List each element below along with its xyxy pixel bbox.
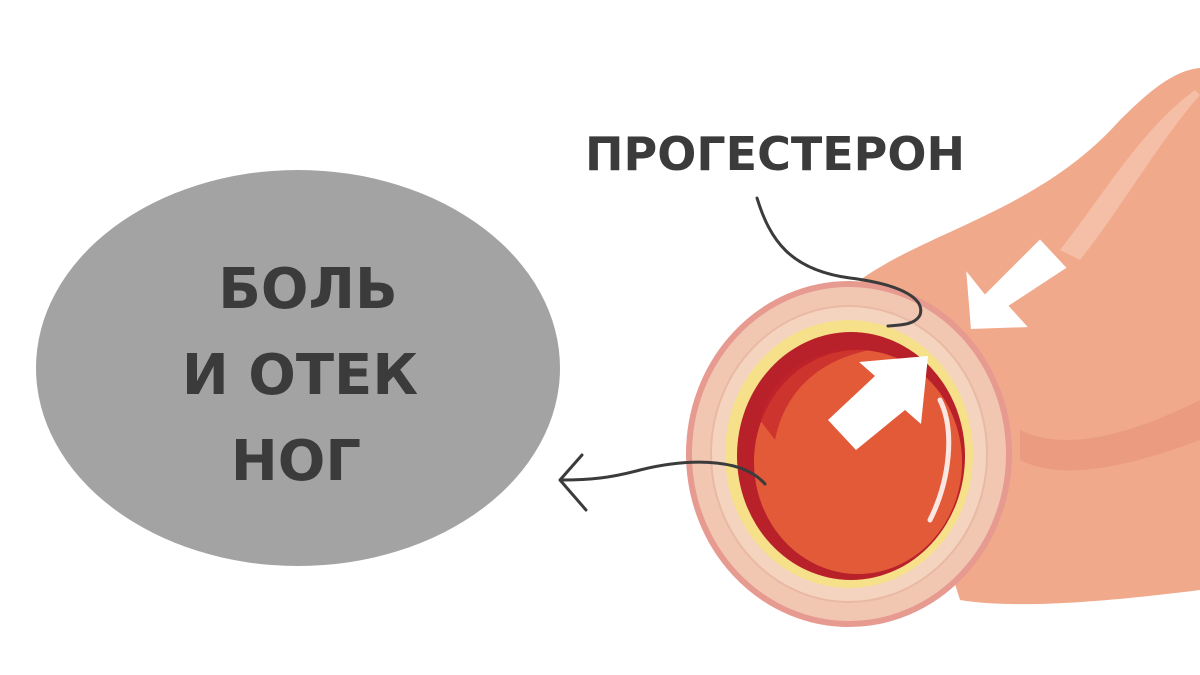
white-arrow-icon — [828, 236, 1070, 450]
effect-label-line-3: НОГ — [231, 429, 361, 494]
effect-bubble: БОЛЬ И ОТЕК НОГ — [36, 170, 560, 566]
curved-pointer-arrow-icon — [755, 196, 923, 328]
effect-label-line-1: БОЛЬ — [218, 257, 397, 322]
hormone-label: ПРОГЕСТЕРОН — [585, 127, 965, 181]
effect-label-line-2: И ОТЕК — [182, 343, 418, 408]
curved-pointer-to-effect-icon — [558, 453, 767, 512]
